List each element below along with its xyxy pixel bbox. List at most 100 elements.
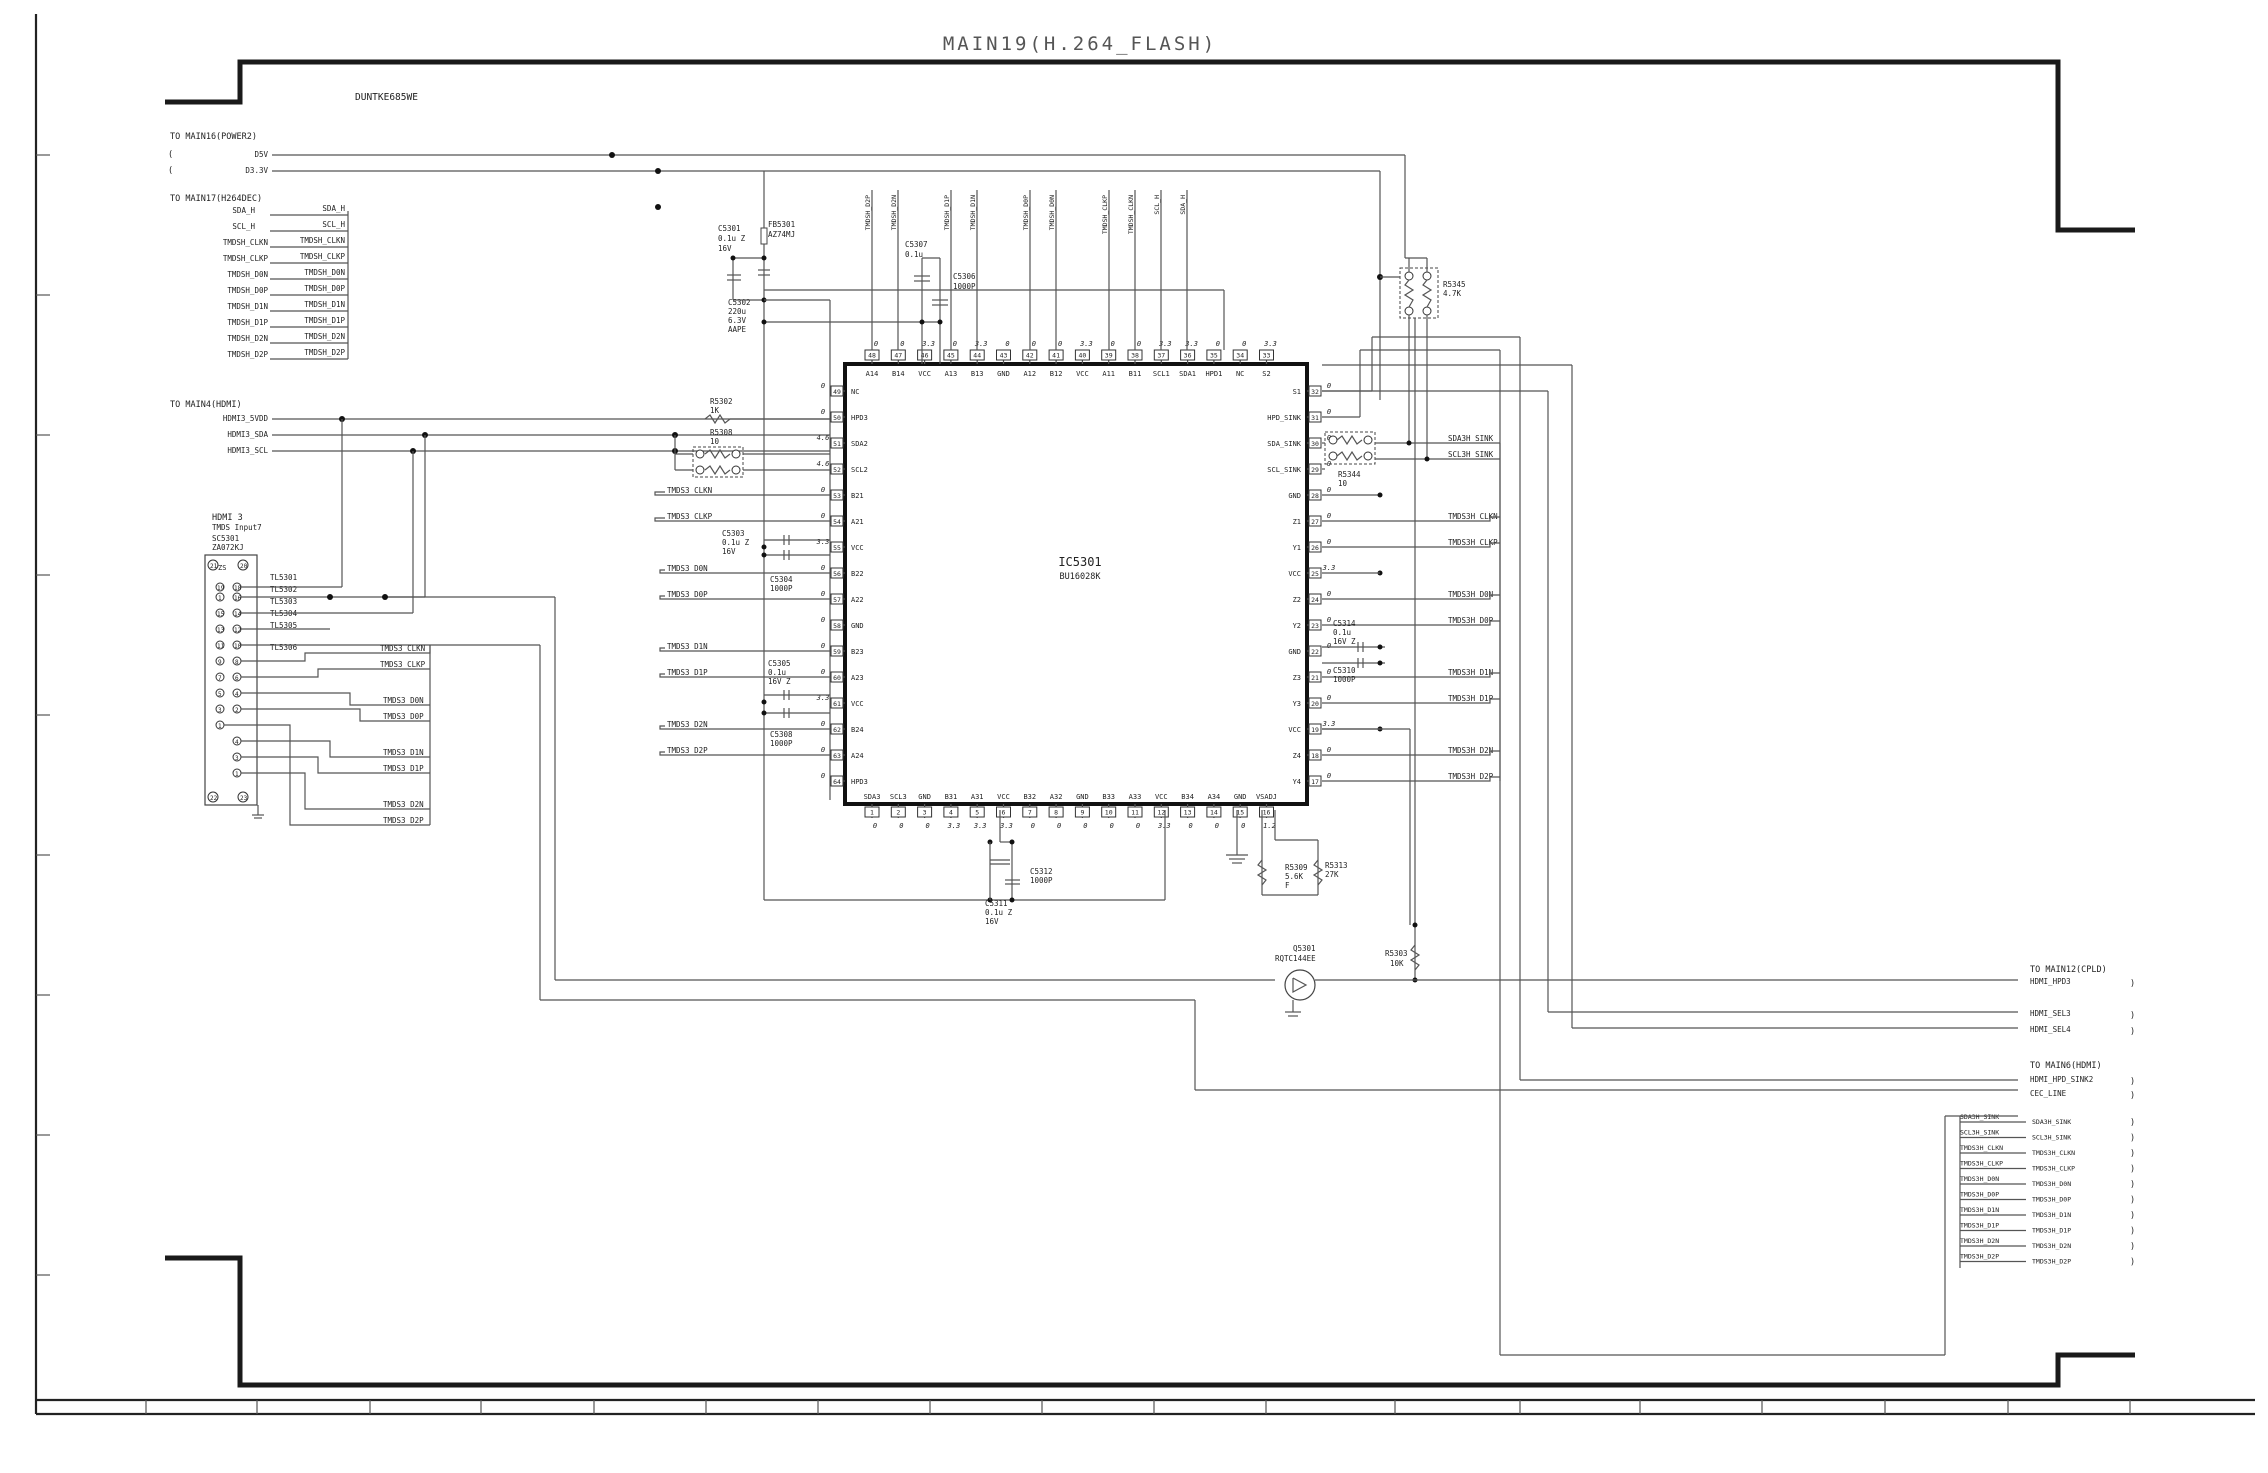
ic-pin-box <box>1074 806 1090 818</box>
ic-pin-box <box>1308 463 1322 475</box>
ic-pin-name: A32 <box>1050 793 1063 801</box>
ic-pin-voltage: 3.3 <box>947 822 961 830</box>
ic-pin-voltage: 0 <box>1032 340 1036 348</box>
ic-pin-voltage: 3.3 <box>1322 564 1336 572</box>
ic-pin-name: SDA_SINK <box>1267 440 1302 448</box>
ic-pin-voltage: 0 <box>953 340 957 348</box>
ic-pin-number: 35 <box>1210 352 1218 360</box>
ic-pin-number: 30 <box>1311 440 1319 448</box>
svg-text:): ) <box>2130 1091 2135 1101</box>
ic-pin-number: 12 <box>1157 809 1165 817</box>
ic-pin-name: SDA3 <box>864 793 881 801</box>
svg-text:ZS: ZS <box>218 564 226 572</box>
bus-right-label: TMDS3H_D0P <box>2032 1196 2071 1204</box>
svg-text:16V: 16V <box>722 547 736 556</box>
svg-text:1000P: 1000P <box>770 584 793 593</box>
ic-pin-box <box>1308 671 1322 683</box>
ic-pin-name: B32 <box>1023 793 1036 801</box>
svg-text:5.6K: 5.6K <box>1285 872 1304 881</box>
ic-pin-number: 37 <box>1157 352 1165 360</box>
ic-pin-box <box>996 806 1011 818</box>
ic-pin-voltage: 0 <box>821 486 825 494</box>
ic-pin-voltage: 0 <box>821 382 825 390</box>
ic-pin-name: VCC <box>851 544 864 552</box>
ic-pin-box <box>830 515 844 527</box>
ic-pin-box <box>1074 349 1090 361</box>
svg-text:TMDS3_CLKN: TMDS3_CLKN <box>380 644 425 653</box>
ic-pin-number: 8 <box>1054 809 1058 817</box>
page-border <box>165 59 2135 1388</box>
ic-pin-box <box>830 411 844 423</box>
ic-pin-name: HPD1 <box>1205 370 1222 378</box>
ic-pin-box <box>1259 806 1274 818</box>
ic-pin-box <box>1308 593 1322 605</box>
ic-pin-name: HPD_SINK <box>1267 414 1302 422</box>
ic-pin-number: 48 <box>868 352 876 360</box>
svg-text:6: 6 <box>235 675 239 682</box>
ic-pin-box <box>1206 806 1222 818</box>
svg-text:SCL_H: SCL_H <box>322 220 345 229</box>
ic-pin-box <box>1048 806 1064 818</box>
svg-text:4.7K: 4.7K <box>1443 289 1462 298</box>
ic-pin-voltage: 0 <box>1327 408 1331 416</box>
ic-pin-box <box>1308 723 1322 735</box>
svg-text:R5308: R5308 <box>710 428 733 437</box>
ic-pin-box <box>1101 806 1117 818</box>
svg-text:7: 7 <box>218 675 222 682</box>
ic-pin-box <box>1308 645 1322 657</box>
ic-pin-box <box>830 671 844 683</box>
svg-text:TMDS3H_D2N: TMDS3H_D2N <box>1448 746 1493 755</box>
ic-pin-voltage: 0 <box>1327 486 1331 494</box>
ic-pin-number: 29 <box>1311 466 1319 474</box>
bus-right-label: TMDS3H_D1N <box>2032 1211 2071 1219</box>
svg-text:FB5301: FB5301 <box>768 220 795 229</box>
ic-pin-voltage: 0 <box>1327 382 1331 390</box>
ic-pin-voltage: 0 <box>1327 772 1331 780</box>
svg-text:0.1u Z: 0.1u Z <box>985 908 1013 917</box>
svg-text:TL5302: TL5302 <box>270 585 297 594</box>
ic-pin-voltage: 3.3 <box>974 340 988 348</box>
svg-text:8: 8 <box>235 659 239 666</box>
ic-pin-number: 10 <box>1105 809 1113 817</box>
ic-pin-voltage: 0 <box>1327 642 1331 650</box>
ic-pin-number: 13 <box>1184 809 1192 817</box>
ic-pin-voltage: 3.3 <box>816 538 830 546</box>
svg-text:1: 1 <box>235 771 239 778</box>
svg-text:TMDS3_D0P: TMDS3_D0P <box>667 590 708 599</box>
svg-text:TMDSH_D2N: TMDSH_D2N <box>227 334 268 343</box>
ic-pin-number: 43 <box>1000 352 1008 360</box>
svg-text:1: 1 <box>218 595 222 602</box>
ic-pin-box <box>890 806 906 818</box>
svg-text:1K: 1K <box>710 406 720 415</box>
svg-text:HDMI3_5VDD: HDMI3_5VDD <box>223 414 269 423</box>
ic-pin-number: 50 <box>833 414 841 422</box>
svg-text:0.1u Z: 0.1u Z <box>722 538 750 547</box>
left-components: R5302 1K R5308 10 C5303 0.1u Z 16V C5304… <box>674 397 830 748</box>
ic-pin-name: B24 <box>851 726 864 734</box>
ic-pin-voltage: 3.3 <box>816 694 830 702</box>
ic-pin-voltage: 3.3 <box>999 822 1013 830</box>
bus-right-label: TMDS3H_CLKN <box>2032 1149 2075 1157</box>
ic-pin-number: 22 <box>1311 648 1319 656</box>
bottom-components: C5311 0.1u Z 16V C5312 1000P R5309 5.6K … <box>985 810 2018 1017</box>
ic-pin-name: VSADJ <box>1256 793 1277 801</box>
svg-text:18: 18 <box>234 585 242 592</box>
ic-pin-name: A13 <box>945 370 958 378</box>
ic-pin-number: 36 <box>1184 352 1192 360</box>
ic-pin-number: 2 <box>896 809 900 817</box>
ic-pin-name: S1 <box>1293 388 1301 396</box>
svg-text:TMDS3H_D0N: TMDS3H_D0N <box>1448 590 1493 599</box>
h264dec-group-label: TO MAIN17(H264DEC) <box>170 194 262 204</box>
svg-text:16V: 16V <box>718 244 732 253</box>
svg-text:2: 2 <box>235 707 239 714</box>
ic-pin-name: B33 <box>1102 793 1115 801</box>
ic-pin-name: B31 <box>945 793 958 801</box>
ic-pin-name: A24 <box>851 752 864 760</box>
hdmi-out-group: TO MAIN6(HDMI) HDMI_HPD_SINK2 CEC_LINE )… <box>2030 1061 2135 1101</box>
svg-text:TMDS3_D0P: TMDS3_D0P <box>383 712 424 721</box>
ic-pin-name: SCL2 <box>851 466 868 474</box>
svg-text:HDMI3_SCL: HDMI3_SCL <box>227 446 268 455</box>
bus-right-label: TMDS3H_D1P <box>2032 1227 2071 1235</box>
ic-pin-box <box>830 541 844 553</box>
